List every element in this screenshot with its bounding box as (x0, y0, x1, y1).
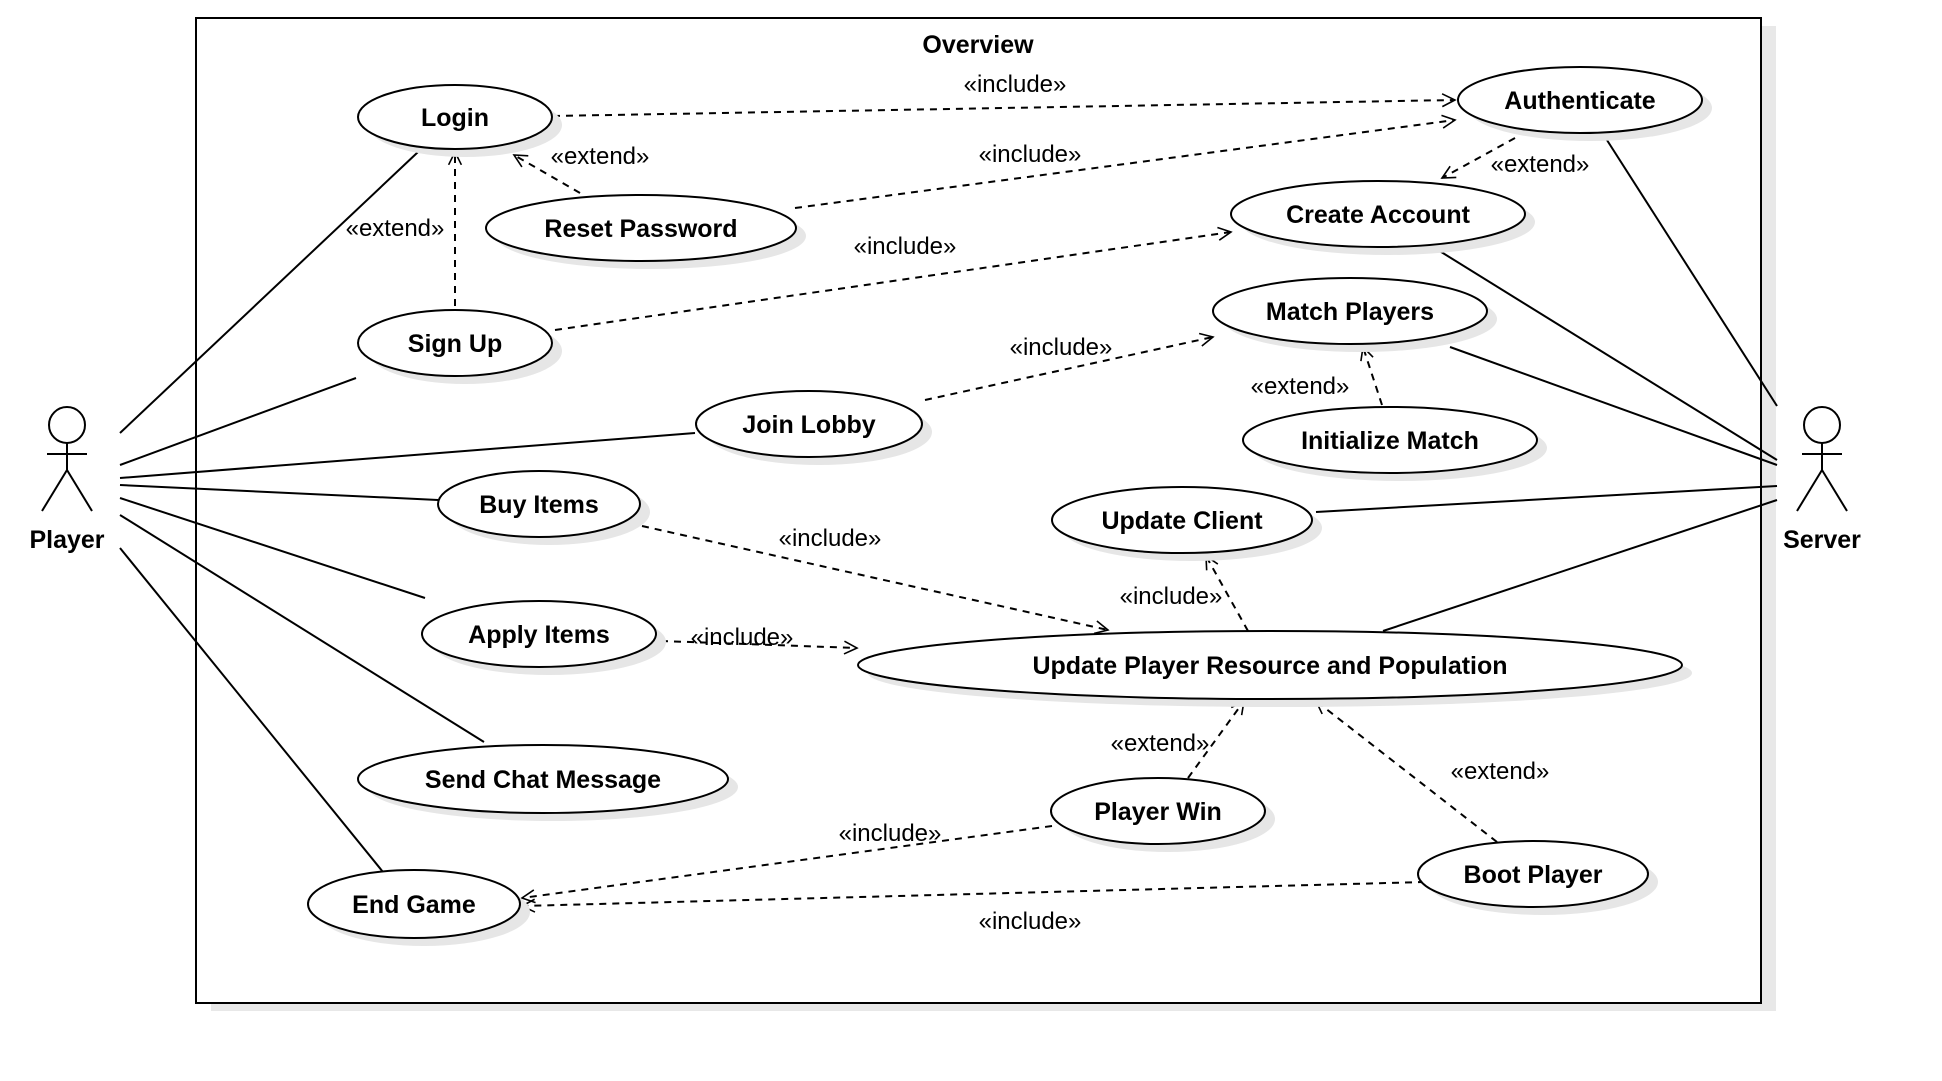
use-case-label-login: Login (421, 104, 489, 132)
actor-server-left-leg (1796, 469, 1823, 512)
system-title: Overview (922, 31, 1034, 59)
use-case-reset-password[interactable]: Reset Password (485, 194, 806, 269)
dep-updateplayer-updateclient (1206, 556, 1249, 632)
dep-signup-createaccount (554, 232, 1231, 331)
use-case-label-end-game: End Game (352, 891, 476, 919)
assoc-player-buyitems (119, 484, 439, 501)
use-case-label-update-client: Update Client (1101, 507, 1263, 535)
use-case-label-match-players: Match Players (1266, 298, 1434, 326)
actor-server-label: Server (1783, 526, 1861, 554)
use-case-send-chat-message[interactable]: Send Chat Message (357, 744, 738, 821)
dep-resetpassword-authenticate (794, 120, 1455, 209)
dependencies (455, 100, 1516, 906)
use-case-initialize-match[interactable]: Initialize Match (1242, 406, 1547, 481)
use-case-label-join-lobby: Join Lobby (742, 411, 875, 439)
assoc-server-updateclient (1315, 485, 1778, 513)
dep-initializematch-matchplayers (1363, 347, 1383, 406)
assoc-player-sendchat (119, 514, 485, 743)
label-extend-reset-login: «extend» (551, 143, 650, 170)
use-case-label-initialize-match: Initialize Match (1301, 427, 1479, 455)
dep-buyitems-updateplayer (641, 525, 1108, 630)
label-extend-create-auth: «extend» (1491, 151, 1590, 178)
use-case-label-send-chat-message: Send Chat Message (425, 766, 661, 794)
actor-server[interactable] (1796, 406, 1848, 512)
stereotype-labels: «include» «include» «extend» «extend» «e… (346, 71, 1590, 935)
use-case-login[interactable]: Login (357, 84, 562, 157)
use-case-sign-up[interactable]: Sign Up (357, 309, 562, 384)
actor-player-head (48, 406, 86, 444)
assoc-server-createaccount (1437, 249, 1778, 461)
dep-playerwin-endgame (522, 825, 1053, 898)
label-extend-init-match: «extend» (1251, 373, 1350, 400)
actor-player-left-leg (41, 469, 68, 512)
dep-applyitems-updateplayer (660, 640, 857, 648)
use-case-label-buy-items: Buy Items (479, 491, 598, 519)
label-extend-boot-update: «extend» (1451, 758, 1550, 785)
use-case-update-client[interactable]: Update Client (1051, 486, 1322, 561)
actor-player-right-leg (66, 469, 93, 512)
label-include-update-client: «include» (1120, 583, 1223, 610)
use-case-label-sign-up: Sign Up (408, 330, 502, 358)
assoc-player-joinlobby (119, 432, 696, 479)
use-case-label-apply-items: Apply Items (468, 621, 610, 649)
assoc-player-applyitems (119, 497, 426, 599)
label-include-login-auth: «include» (964, 71, 1067, 98)
assoc-player-login (119, 151, 419, 434)
assoc-player-signup (119, 377, 357, 466)
actor-player[interactable] (41, 406, 93, 512)
actor-server-head (1803, 406, 1841, 444)
use-case-join-lobby[interactable]: Join Lobby (695, 390, 932, 465)
use-case-label-create-account: Create Account (1286, 201, 1471, 229)
use-case-player-win[interactable]: Player Win (1050, 777, 1275, 852)
use-case-label-update-player-resource: Update Player Resource and Population (1032, 652, 1507, 680)
use-case-apply-items[interactable]: Apply Items (421, 600, 666, 675)
assoc-server-matchplayers (1449, 346, 1778, 466)
use-case-buy-items[interactable]: Buy Items (437, 470, 650, 545)
use-case-update-player-resource[interactable]: Update Player Resource and Population (857, 630, 1692, 707)
label-extend-win-update: «extend» (1111, 730, 1210, 757)
assoc-server-authenticate (1604, 136, 1778, 407)
player-associations (119, 151, 696, 873)
label-include-win-end: «include» (839, 820, 942, 847)
label-include-buy-update: «include» (779, 525, 882, 552)
label-include-boot-end: «include» (979, 908, 1082, 935)
label-include-reset-auth: «include» (979, 141, 1082, 168)
dep-playerwin-updateplayer (1187, 701, 1244, 779)
use-case-match-players[interactable]: Match Players (1212, 277, 1497, 352)
server-associations (1315, 136, 1778, 632)
label-include-apply-update: «include» (691, 624, 794, 651)
assoc-player-endgame (119, 547, 384, 873)
assoc-server-updateplayer (1382, 499, 1778, 632)
label-include-signup-create: «include» (854, 233, 957, 260)
use-case-create-account[interactable]: Create Account (1230, 180, 1535, 255)
use-case-authenticate[interactable]: Authenticate (1457, 66, 1712, 141)
use-case-label-boot-player: Boot Player (1464, 861, 1603, 889)
dep-joinlobby-matchplayers (924, 337, 1213, 401)
use-case-label-player-win: Player Win (1094, 798, 1222, 826)
use-case-label-reset-password: Reset Password (544, 215, 737, 243)
use-case-label-authenticate: Authenticate (1504, 87, 1656, 115)
actor-player-label: Player (29, 526, 104, 554)
use-case-boot-player[interactable]: Boot Player (1417, 840, 1658, 915)
actor-server-right-leg (1821, 469, 1848, 512)
label-extend-signup-login: «extend» (346, 215, 445, 242)
label-include-lobby-match: «include» (1010, 334, 1113, 361)
use-case-end-game[interactable]: End Game (307, 869, 530, 946)
dep-createaccount-authenticate (1442, 137, 1516, 179)
